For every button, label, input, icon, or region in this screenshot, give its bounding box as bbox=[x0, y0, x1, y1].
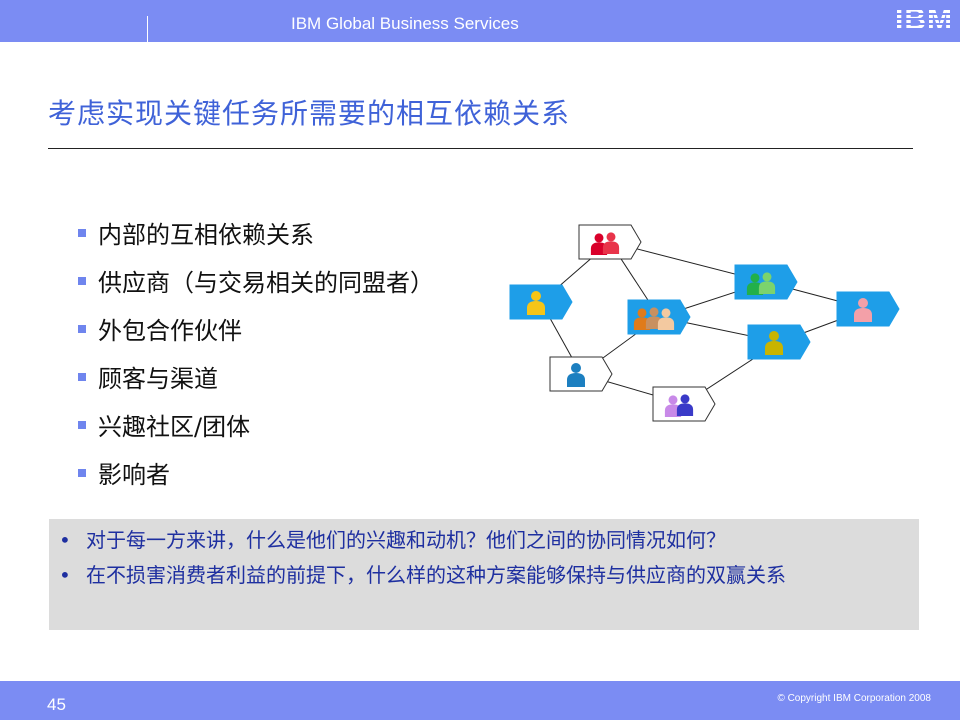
people-group-icon bbox=[633, 307, 675, 330]
network-node-customer bbox=[836, 291, 900, 327]
list-item-text: 兴趣社区/团体 bbox=[98, 412, 251, 441]
question-item: • 在不损害消费者利益的前提下，什么样的这种方案能够保持与供应商的双赢关系 bbox=[59, 562, 904, 588]
ibm-logo: IBM bbox=[895, 3, 953, 36]
question-item: • 对于每一方来讲，什么是他们的兴趣和动机？他们之间的协同情况如何？ bbox=[59, 527, 904, 553]
question-text: 在不损害消费者利益的前提下，什么样的这种方案能够保持与供应商的双赢关系 bbox=[86, 563, 786, 587]
division-name: IBM Global Business Services bbox=[291, 14, 519, 33]
person-icon bbox=[527, 291, 545, 315]
list-item-text: 影响者 bbox=[98, 460, 170, 489]
square-bullet-icon bbox=[78, 469, 86, 477]
header-divider bbox=[147, 16, 148, 42]
header-bar: IBM Global Business Services IBM bbox=[0, 0, 960, 42]
question-text: 对于每一方来讲，什么是他们的兴趣和动机？他们之间的协同情况如何？ bbox=[86, 528, 726, 552]
list-item: 顾客与渠道 bbox=[78, 352, 434, 400]
people-group-icon bbox=[664, 394, 694, 417]
network-node-community bbox=[549, 356, 613, 392]
list-item: 影响者 bbox=[78, 448, 434, 496]
network-node-influencer bbox=[652, 386, 716, 422]
list-item: 供应商（与交易相关的同盟者） bbox=[78, 256, 434, 304]
relationship-list: 内部的互相依赖关系 供应商（与交易相关的同盟者） 外包合作伙伴 顾客与渠道 兴趣… bbox=[78, 208, 434, 496]
network-node-outsourcing bbox=[627, 299, 691, 335]
list-item-text: 外包合作伙伴 bbox=[98, 316, 242, 345]
square-bullet-icon bbox=[78, 373, 86, 381]
person-icon bbox=[567, 363, 585, 387]
list-item: 外包合作伙伴 bbox=[78, 304, 434, 352]
list-item: 内部的互相依赖关系 bbox=[78, 208, 434, 256]
relationship-network-diagram bbox=[509, 224, 900, 422]
people-group-icon bbox=[590, 232, 620, 255]
person-icon bbox=[854, 298, 872, 322]
key-questions-box: • 对于每一方来讲，什么是他们的兴趣和动机？他们之间的协同情况如何？ • 在不损害消… bbox=[49, 519, 919, 630]
list-item-text: 供应商（与交易相关的同盟者） bbox=[98, 268, 434, 297]
list-item-text: 内部的互相依赖关系 bbox=[98, 220, 314, 249]
square-bullet-icon bbox=[78, 229, 86, 237]
slide-title: 考虑实现关键任务所需要的相互依赖关系 bbox=[48, 97, 571, 130]
person-icon bbox=[765, 331, 783, 355]
people-group-icon bbox=[746, 272, 776, 295]
square-bullet-icon bbox=[78, 325, 86, 333]
network-node-channel bbox=[747, 324, 811, 360]
list-item: 兴趣社区/团体 bbox=[78, 400, 434, 448]
footer-bar: 45 © Copyright IBM Corporation 2008 bbox=[0, 681, 960, 720]
network-node-internal bbox=[578, 224, 642, 260]
network-node-supplier bbox=[734, 264, 798, 300]
title-underline bbox=[48, 148, 913, 149]
bullet-dot-icon: • bbox=[59, 563, 71, 587]
bullet-dot-icon: • bbox=[59, 528, 71, 552]
square-bullet-icon bbox=[78, 421, 86, 429]
page-number: 45 bbox=[47, 695, 66, 714]
square-bullet-icon bbox=[78, 277, 86, 285]
copyright-notice: © Copyright IBM Corporation 2008 bbox=[777, 693, 931, 704]
network-node-partner-left bbox=[509, 284, 573, 320]
list-item-text: 顾客与渠道 bbox=[98, 364, 218, 393]
